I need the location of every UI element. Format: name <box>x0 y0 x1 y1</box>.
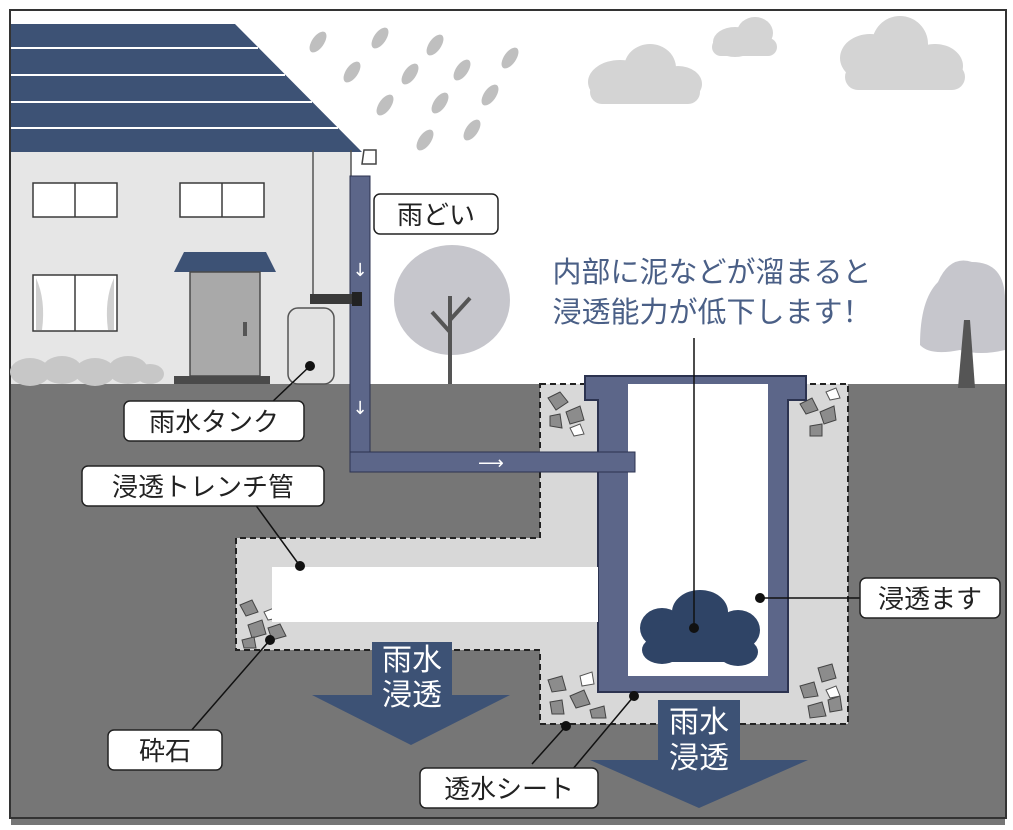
leader-dots <box>265 361 765 731</box>
arrow-label: 雨水 <box>382 643 442 678</box>
rain-tank-label: 雨水タンク <box>149 408 279 438</box>
tree-icon <box>394 245 510 384</box>
arrow-label: 浸透 <box>382 678 442 713</box>
callout-line-2: 浸透能力が低下します！ <box>552 295 871 329</box>
trench-pipe-label: 浸透トレンチ管 <box>112 473 294 503</box>
arrow-label: 雨水 <box>669 705 729 740</box>
mud-icon <box>640 590 760 666</box>
flow-marker-right: ⟶ <box>478 453 504 474</box>
downspout-label: 雨どい <box>397 201 475 231</box>
cloud-icon <box>840 16 965 90</box>
label-box <box>859 577 1001 619</box>
downspout <box>349 175 371 473</box>
door <box>189 271 261 377</box>
arrow-label: 浸透 <box>669 741 729 776</box>
label-box <box>373 193 499 235</box>
label-box <box>419 767 599 809</box>
flow-marker-down: ↓ <box>352 260 367 281</box>
permeable-sheet-label: 透水シート <box>444 775 574 805</box>
gravel-stones <box>239 391 843 719</box>
cloud-icon <box>712 17 777 57</box>
leader-lines <box>189 338 860 771</box>
drain-pipe <box>349 451 636 473</box>
flow-marker-down: ↓ <box>352 398 367 419</box>
gravel-label: 砕石 <box>139 737 191 767</box>
tree-icon <box>920 260 1005 388</box>
label-box <box>123 400 305 442</box>
cloud-icon <box>588 44 702 104</box>
trench-pipe <box>272 567 598 622</box>
infiltration-arrow <box>312 642 510 745</box>
label-box <box>107 729 223 771</box>
rain-tank <box>287 307 335 385</box>
infiltration-basin-label: 浸透ます <box>878 585 982 615</box>
infiltration-arrow <box>590 700 808 808</box>
house <box>10 24 362 386</box>
frame <box>9 9 1007 819</box>
callout-line-1: 内部に泥などが溜まると <box>552 255 871 289</box>
label-box <box>81 465 325 507</box>
